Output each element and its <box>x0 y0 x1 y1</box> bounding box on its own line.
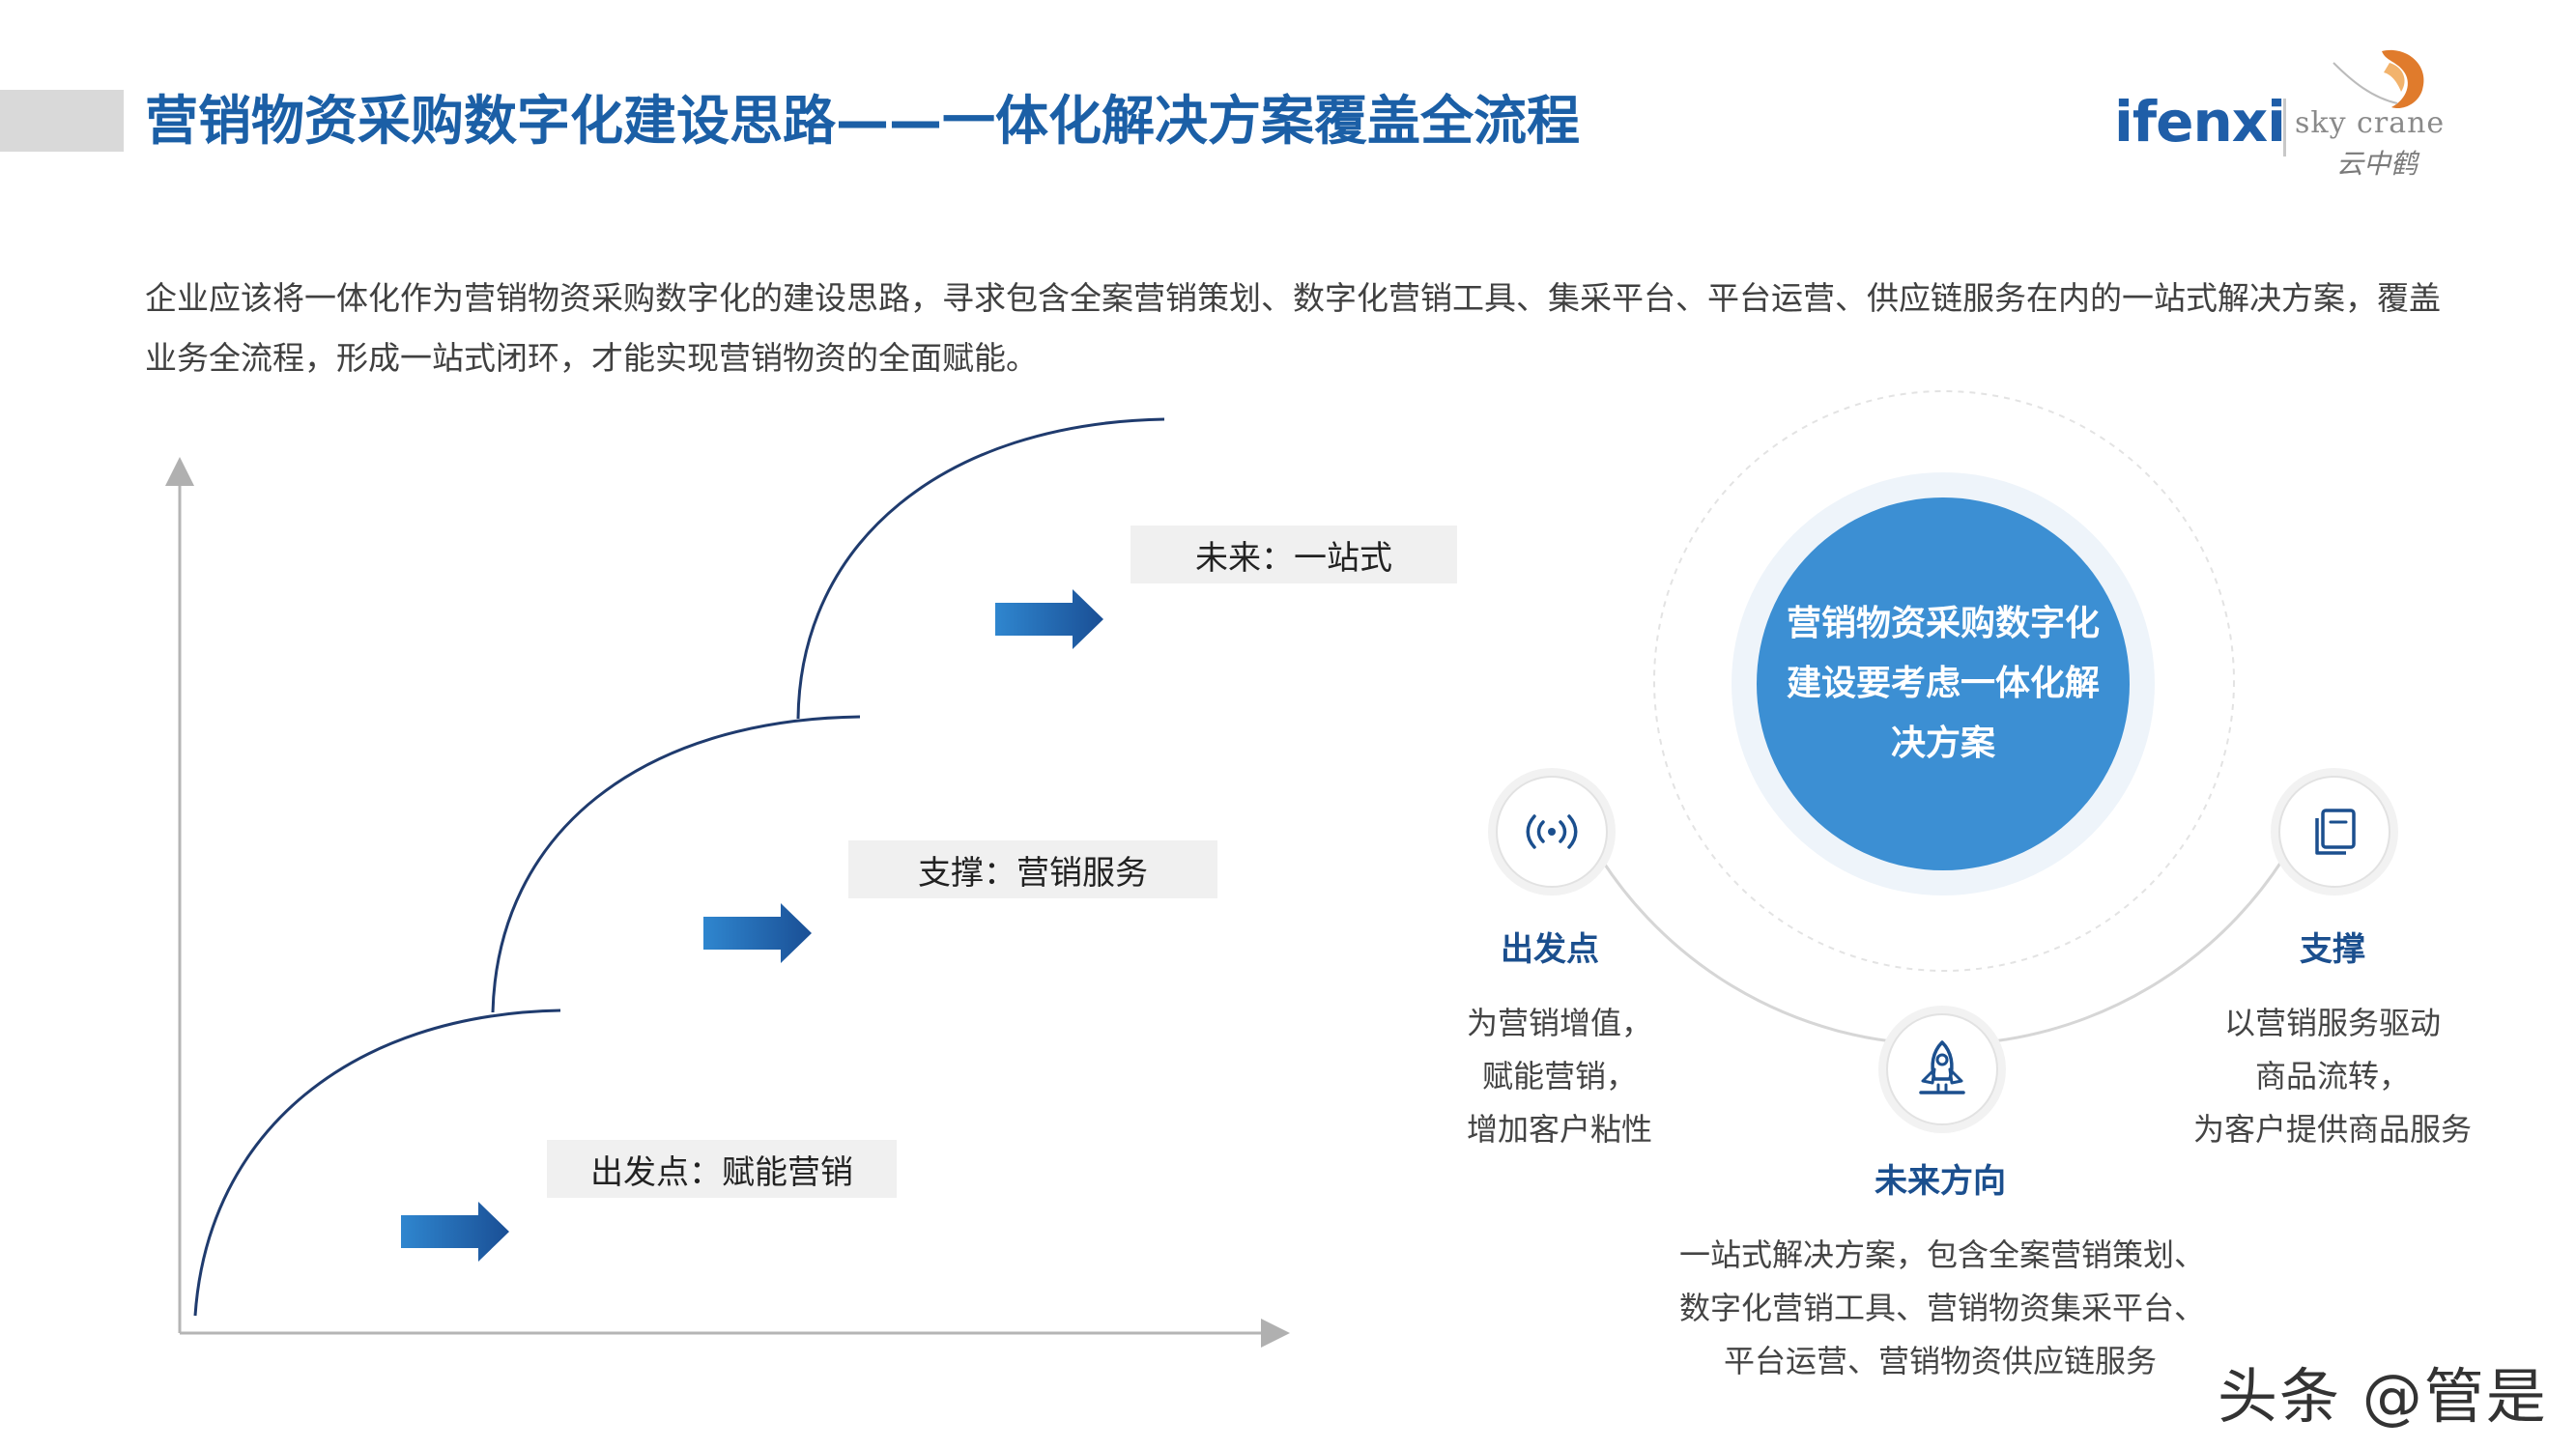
start-node-circle <box>1496 776 1608 888</box>
start-node-title: 出发点 <box>1501 930 1599 969</box>
outer-orbit-ring <box>1653 390 2235 972</box>
watermark: 头条 @管是 <box>2218 1361 2548 1432</box>
future-node-line: 数字化营销工具、营销物资集采平台、 <box>1679 1290 2206 1326</box>
support-node-line: 以营销服务驱动 <box>2223 1005 2441 1041</box>
support-node-description: 以营销服务驱动 商品流转， 为客户提供商品服务 <box>2188 997 2477 1156</box>
start-node-line: 增加客户粘性 <box>1466 1111 1652 1148</box>
start-node-description: 为营销增值， 赋能营销， 增加客户粘性 <box>1415 997 1704 1156</box>
stage-label-future: 未来：一站式 <box>1131 526 1457 583</box>
future-node-line: 一站式解决方案，包含全案营销策划、 <box>1679 1236 2206 1273</box>
step-arrow-2 <box>703 903 812 963</box>
stage-label-start: 出发点：赋能营销 <box>547 1140 897 1198</box>
support-node-line: 商品流转， <box>2254 1058 2410 1094</box>
rocket-icon <box>1919 1040 1965 1094</box>
step-curve-1 <box>193 1009 561 1317</box>
start-node-line: 赋能营销， <box>1481 1058 1637 1094</box>
future-node-title: 未来方向 <box>1875 1162 2006 1201</box>
future-node-circle <box>1886 1013 1998 1125</box>
support-node-line: 为客户提供商品服务 <box>2192 1111 2472 1148</box>
future-node-description: 一站式解决方案，包含全案营销策划、 数字化营销工具、营销物资集采平台、 平台运营… <box>1679 1229 2206 1388</box>
center-concept-text: 营销物资采购数字化建设要考虑一体化解决方案 <box>1786 604 2100 763</box>
support-node-title: 支撑 <box>2300 930 2365 969</box>
step-curve-2 <box>491 715 861 1013</box>
center-concept-circle: 营销物资采购数字化建设要考虑一体化解决方案 <box>1757 497 2130 870</box>
ifenxi-logo: ifenxi <box>2114 89 2286 155</box>
page-title: 营销物资采购数字化建设思路——一体化解决方案覆盖全流程 <box>145 90 1581 152</box>
intro-paragraph: 企业应该将一体化作为营销物资采购数字化的建设思路，寻求包含全案营销策划、数字化营… <box>145 279 2441 377</box>
stage-label-support: 支撑：营销服务 <box>848 840 1217 898</box>
step-arrow-1 <box>401 1202 509 1262</box>
sky-crane-logo-cn: 云中鹤 <box>2336 148 2419 180</box>
stacked-pages-icon <box>2315 809 2356 855</box>
start-node-line: 为营销增值， <box>1466 1005 1652 1041</box>
logo-divider <box>2283 99 2286 156</box>
future-node-line: 平台运营、营销物资供应链服务 <box>1723 1343 2157 1379</box>
title-accent-bar <box>0 90 124 152</box>
sky-crane-logo-text: sky crane <box>2295 106 2446 140</box>
support-node-circle <box>2278 776 2390 888</box>
signal-broadcast-icon <box>1526 814 1578 849</box>
step-arrow-3 <box>995 589 1103 649</box>
step-curve-3 <box>796 417 1165 720</box>
sky-crane-logo-icon <box>2333 49 2424 109</box>
